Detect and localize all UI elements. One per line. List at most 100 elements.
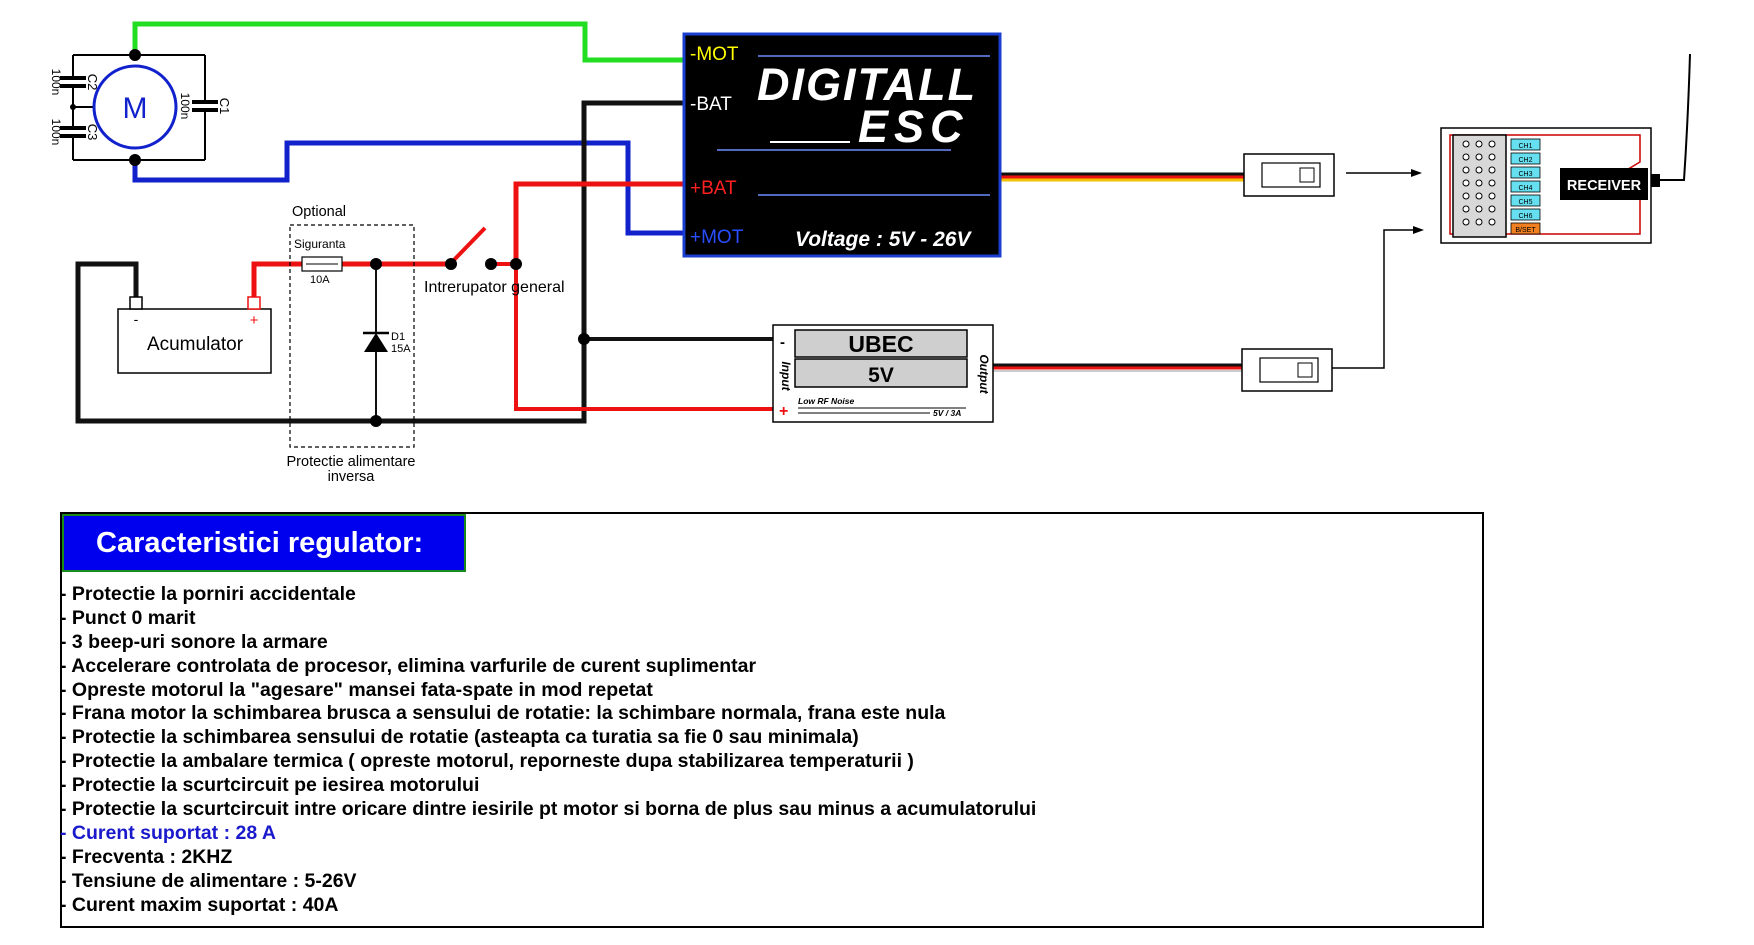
- spec-item: - 3 beep-uri sonore la armare: [60, 630, 328, 653]
- battery-terminal-plus: [247, 296, 261, 310]
- fuse-value: 10A: [310, 274, 330, 286]
- junction-red-split: [510, 258, 522, 270]
- receiver-antenna: [1658, 53, 1691, 181]
- esc-pin-mot-minus: -MOT: [690, 44, 739, 65]
- battery-minus-sign: -: [134, 311, 139, 327]
- receiver-channel-slot: [1510, 138, 1541, 151]
- specs-list: - Protectie la porniri accidentale- Punc…: [60, 583, 1036, 917]
- spec-item: - Tensiune de alimentare : 5-26V: [60, 869, 357, 892]
- switch-contact-a: [445, 258, 457, 270]
- optional-label: Optional: [292, 204, 346, 220]
- arrow-ubec-receiver-head: [1413, 226, 1424, 234]
- esc-pin-mot-plus: +MOT: [690, 227, 744, 248]
- receiver-pin: [1462, 140, 1470, 148]
- receiver-pin: [1488, 179, 1496, 187]
- c2-label: C2: [85, 74, 100, 91]
- battery-body: [117, 308, 272, 374]
- junction-diode-bottom: [370, 415, 382, 427]
- wire-blue-mot-plus: [132, 140, 684, 236]
- receiver-pin: [1475, 166, 1483, 174]
- switch-label: Intrerupator general: [424, 279, 565, 296]
- receiver-pin: [1475, 140, 1483, 148]
- ubec-plus: +: [779, 403, 788, 420]
- c1-value: 100n: [178, 93, 192, 120]
- diode-label: D1: [391, 331, 405, 343]
- c3-value: 100n: [49, 119, 63, 146]
- esc-pin-bat-plus: +BAT: [690, 178, 737, 199]
- wires: [75, 21, 1691, 424]
- junction-black-ubec: [578, 333, 590, 345]
- receiver-pin: [1475, 153, 1483, 161]
- receiver-pin: [1475, 192, 1483, 200]
- receiver-channel-label: CH4: [1518, 185, 1532, 192]
- arrow-esc-receiver-head: [1411, 169, 1422, 177]
- receiver-pin: [1475, 179, 1483, 187]
- receiver-channel-label: CH1: [1518, 143, 1532, 150]
- servo-connector-esc-tab: [1299, 167, 1315, 183]
- battery: - + Acumulator: [117, 296, 272, 374]
- diode-triangle: [364, 333, 388, 352]
- servo-connector-ubec-tab: [1297, 362, 1313, 378]
- ubec-output-label: Output: [977, 354, 991, 394]
- receiver-channel-slot: [1510, 166, 1541, 179]
- receiver-label-box: [1560, 168, 1648, 200]
- receiver-pin: [1488, 140, 1496, 148]
- c3-label: C3: [85, 124, 100, 141]
- ubec-module: UBEC 5V - + Input Output Low RF Noise 5V…: [772, 324, 994, 423]
- wire-green-mot-minus: [132, 21, 684, 63]
- battery-plus-sign: +: [250, 312, 259, 329]
- receiver-pins: [1462, 140, 1496, 226]
- receiver-pin: [1488, 153, 1496, 161]
- diode-value: 15A: [391, 343, 411, 355]
- receiver-channel-slot: [1510, 222, 1541, 235]
- protection-block: Optional Siguranta 10A D1 15A Protectie …: [287, 204, 416, 485]
- receiver-channel-slot: [1510, 152, 1541, 165]
- receiver-channel-label: B/SET: [1515, 227, 1536, 234]
- receiver-antenna-port: [1651, 174, 1660, 187]
- switch-lever: [449, 226, 487, 265]
- motor-body: [92, 64, 178, 150]
- protection-caption-1: Protectie alimentare: [287, 454, 416, 470]
- specs-title: Caracteristici regulator:: [62, 514, 466, 572]
- main-switch: Intrerupator general: [424, 226, 565, 296]
- spec-item: - Punct 0 marit: [60, 606, 196, 629]
- receiver-pin: [1462, 153, 1470, 161]
- receiver-label: RECEIVER: [1567, 178, 1642, 194]
- receiver-channel-label: CH6: [1518, 213, 1532, 220]
- spec-item: - Curent maxim suportat : 40A: [60, 893, 339, 916]
- spec-item: - Opreste motorul la "agesare" mansei fa…: [60, 678, 653, 701]
- receiver-pin: [1488, 166, 1496, 174]
- receiver-pin: [1488, 218, 1496, 226]
- esc-pin-bat-minus: -BAT: [690, 94, 732, 115]
- ubec-title: UBEC: [848, 331, 913, 357]
- wire-red-battery-fuse: [251, 261, 450, 297]
- junction-diode-top: [370, 258, 382, 270]
- receiver-pin: [1475, 205, 1483, 213]
- motor-assembly: M C2 100n C3 100n C1 100n: [49, 54, 232, 161]
- spec-item: - Protectie la schimbarea sensului de ro…: [60, 726, 859, 749]
- wire-red-bat-plus: [489, 262, 773, 411]
- spec-item: - Frecventa : 2KHZ: [60, 845, 233, 868]
- receiver-pin: [1488, 192, 1496, 200]
- esc-module: -MOT -BAT +BAT +MOT DIGITALL ESC Voltage…: [682, 32, 1002, 258]
- receiver-pin: [1462, 205, 1470, 213]
- spec-item: - Protectie la scurtcircuit pe iesirea m…: [60, 774, 480, 797]
- junction-motor-top: [129, 49, 141, 61]
- receiver-pin: [1488, 205, 1496, 213]
- receiver-pin: [1475, 218, 1483, 226]
- receiver-pin: [1462, 166, 1470, 174]
- ubec-minus: -: [780, 334, 785, 351]
- esc-title-line1: DIGITALL: [757, 59, 977, 110]
- switch-contact-b: [485, 258, 497, 270]
- receiver-channel-label: CH2: [1518, 157, 1532, 164]
- ubec-voltage-box: [794, 358, 968, 388]
- specs-panel: Caracteristici regulator: - Protectie la…: [60, 512, 1484, 928]
- wire-black-bat-minus: [75, 100, 684, 424]
- spec-item: - Protectie la scurtcircuit intre oricar…: [60, 798, 1037, 821]
- receiver-channel-slot: [1510, 208, 1541, 221]
- fuse-label: Siguranta: [294, 237, 346, 251]
- ubec-input-label: Input: [779, 361, 793, 391]
- spec-item: - Protectie la ambalare termica ( oprest…: [60, 750, 914, 773]
